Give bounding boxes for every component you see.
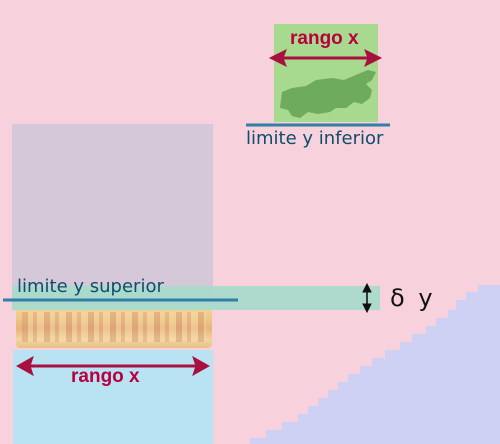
delta-y-band: [12, 286, 380, 310]
lower-y-limit-label: limite y inferior: [246, 128, 384, 149]
blurred-sprite-strip: [16, 304, 212, 348]
bottom-range-arrow: [15, 355, 211, 377]
bottom-range-x-label: rango x: [71, 366, 140, 387]
grey-panel: [12, 124, 213, 300]
top-range-x-label: rango x: [290, 28, 359, 49]
delta-variable: y: [418, 284, 433, 312]
top-range-arrow: [268, 48, 383, 68]
delta-y-label: δ y: [390, 284, 433, 312]
delta-symbol: δ: [390, 284, 405, 312]
upper-y-limit-label: limite y superior: [17, 276, 164, 297]
sprite-strip-texture: [22, 312, 206, 342]
running-animal-icon: [280, 70, 376, 118]
delta-y-arrow: [362, 282, 372, 314]
